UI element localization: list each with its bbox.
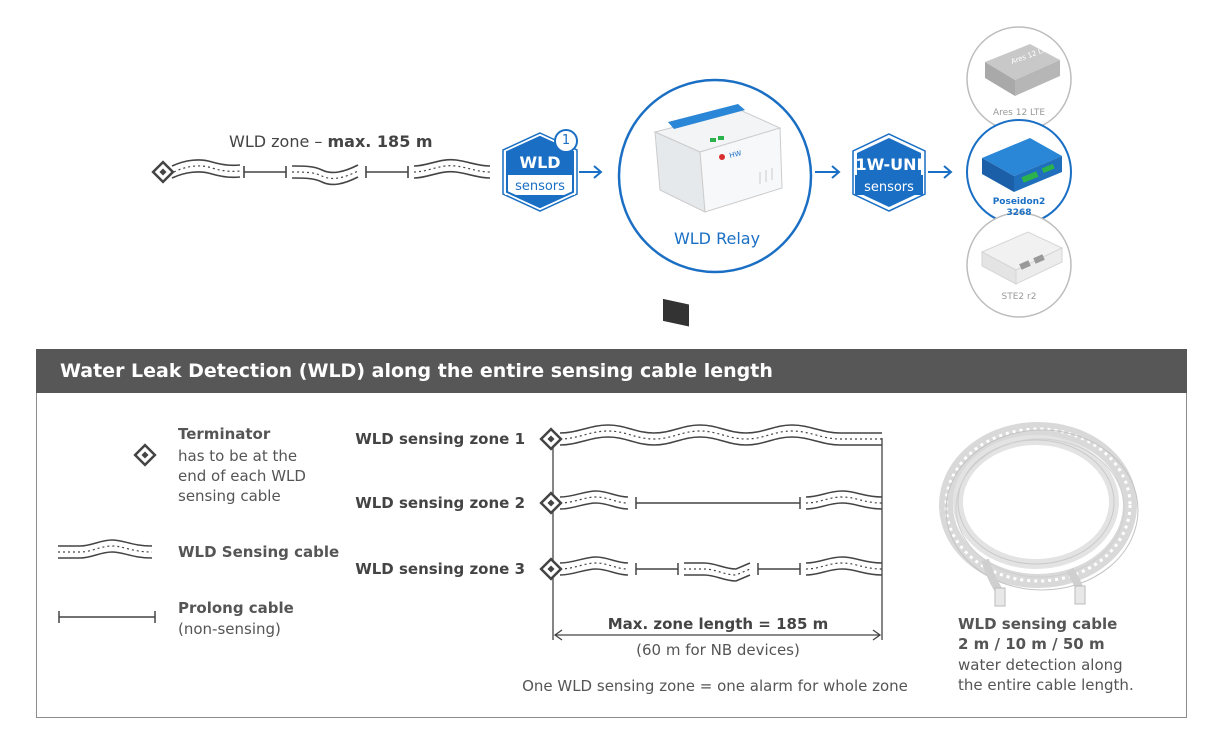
sensing-cable-icon [171,159,241,179]
zone-3-cable [539,556,883,582]
device-ste2-r2 [966,212,1072,318]
device-label-ares: Ares 12 LTE [992,108,1046,118]
legend-terminator-desc: has to be at the end of each WLD sensing… [178,446,306,506]
hex2-main-label: 1W-UNI [855,155,923,174]
zone-1-label: WLD sensing zone 1 [355,430,525,448]
wld-sensors-hex [502,132,578,212]
terminator-line-1: has to be at the [178,447,298,465]
device-label-poseidon-line2: 3268 [1006,208,1032,218]
terminator-line-2: end of each WLD [178,467,306,485]
badge-1 [554,129,578,153]
arrow-right-icon [815,165,841,179]
hex1-main-label: WLD [519,153,561,172]
wld-relay-device: HW [617,78,813,327]
device-label-poseidon-line1: Poseidon2 [992,197,1046,207]
legend-prolong-sub: (non-sensing) [178,620,281,638]
zone-value: max. 185 m [327,132,433,151]
terminator-icon [151,160,175,184]
top-zone-label: WLD zone – max. 185 m [229,132,433,151]
one-alarm-note: One WLD sensing zone = one alarm for who… [522,677,908,695]
terminator-icon [133,443,157,467]
cable-desc-line-1: water detection along [958,656,1123,674]
cable-desc: water detection along the entire cable l… [958,655,1134,695]
legend-terminator-title: Terminator [178,425,271,443]
section-banner: Water Leak Detection (WLD) along the ent… [36,349,1187,393]
max-zone-length: Max. zone length = 185 m [607,615,829,633]
terminator-line-3: sensing cable [178,487,281,505]
legend-prolong-title: Prolong cable [178,599,294,617]
nb-devices-note: (60 m for NB devices) [636,641,800,659]
prolong-cable-icon [243,166,287,178]
cable-sizes: 2 m / 10 m / 50 m [958,635,1105,653]
prolong-cable-icon [58,611,156,623]
device-ares-12-lte: Ares 12 LTE [966,26,1072,132]
relay-box-image: HW [653,104,783,327]
legend-panel [36,393,1187,718]
banner-title: Water Leak Detection (WLD) along the ent… [60,360,773,382]
device-poseidon2-3268 [966,119,1072,225]
sensing-cable-icon [413,158,491,179]
1w-uni-sensors-hex [852,133,926,212]
legend-sensing-cable: WLD Sensing cable [178,543,340,561]
arrow-right-icon [579,165,603,179]
zone-3-label: WLD sensing zone 3 [355,560,525,578]
device-label-poseidon: Poseidon2 3268 [964,197,1074,219]
badge-number: 1 [561,133,571,148]
zone-2-label: WLD sensing zone 2 [355,494,525,512]
cable-coil-image [939,422,1139,607]
cable-desc-line-2: the entire cable length. [958,676,1134,694]
prolong-cable-icon [365,166,409,178]
sensing-cable-icon [291,164,359,186]
cable-title: WLD sensing cable [958,615,1118,633]
sensing-cable-icon [58,539,153,559]
arrow-right-icon [928,165,953,179]
zone-1-cable [539,424,882,451]
device-label-ste2: STE2 r2 [1001,292,1037,302]
top-cable [151,158,491,186]
zone-length-dimension [553,629,882,641]
hex2-sub-label: sensors [864,180,914,195]
relay-label: WLD Relay [673,229,761,248]
svg-text:HW: HW [729,149,743,160]
hex1-sub-label: sensors [515,179,565,194]
zone-prefix: WLD zone – [229,132,328,151]
zone-2-cable [539,490,883,515]
